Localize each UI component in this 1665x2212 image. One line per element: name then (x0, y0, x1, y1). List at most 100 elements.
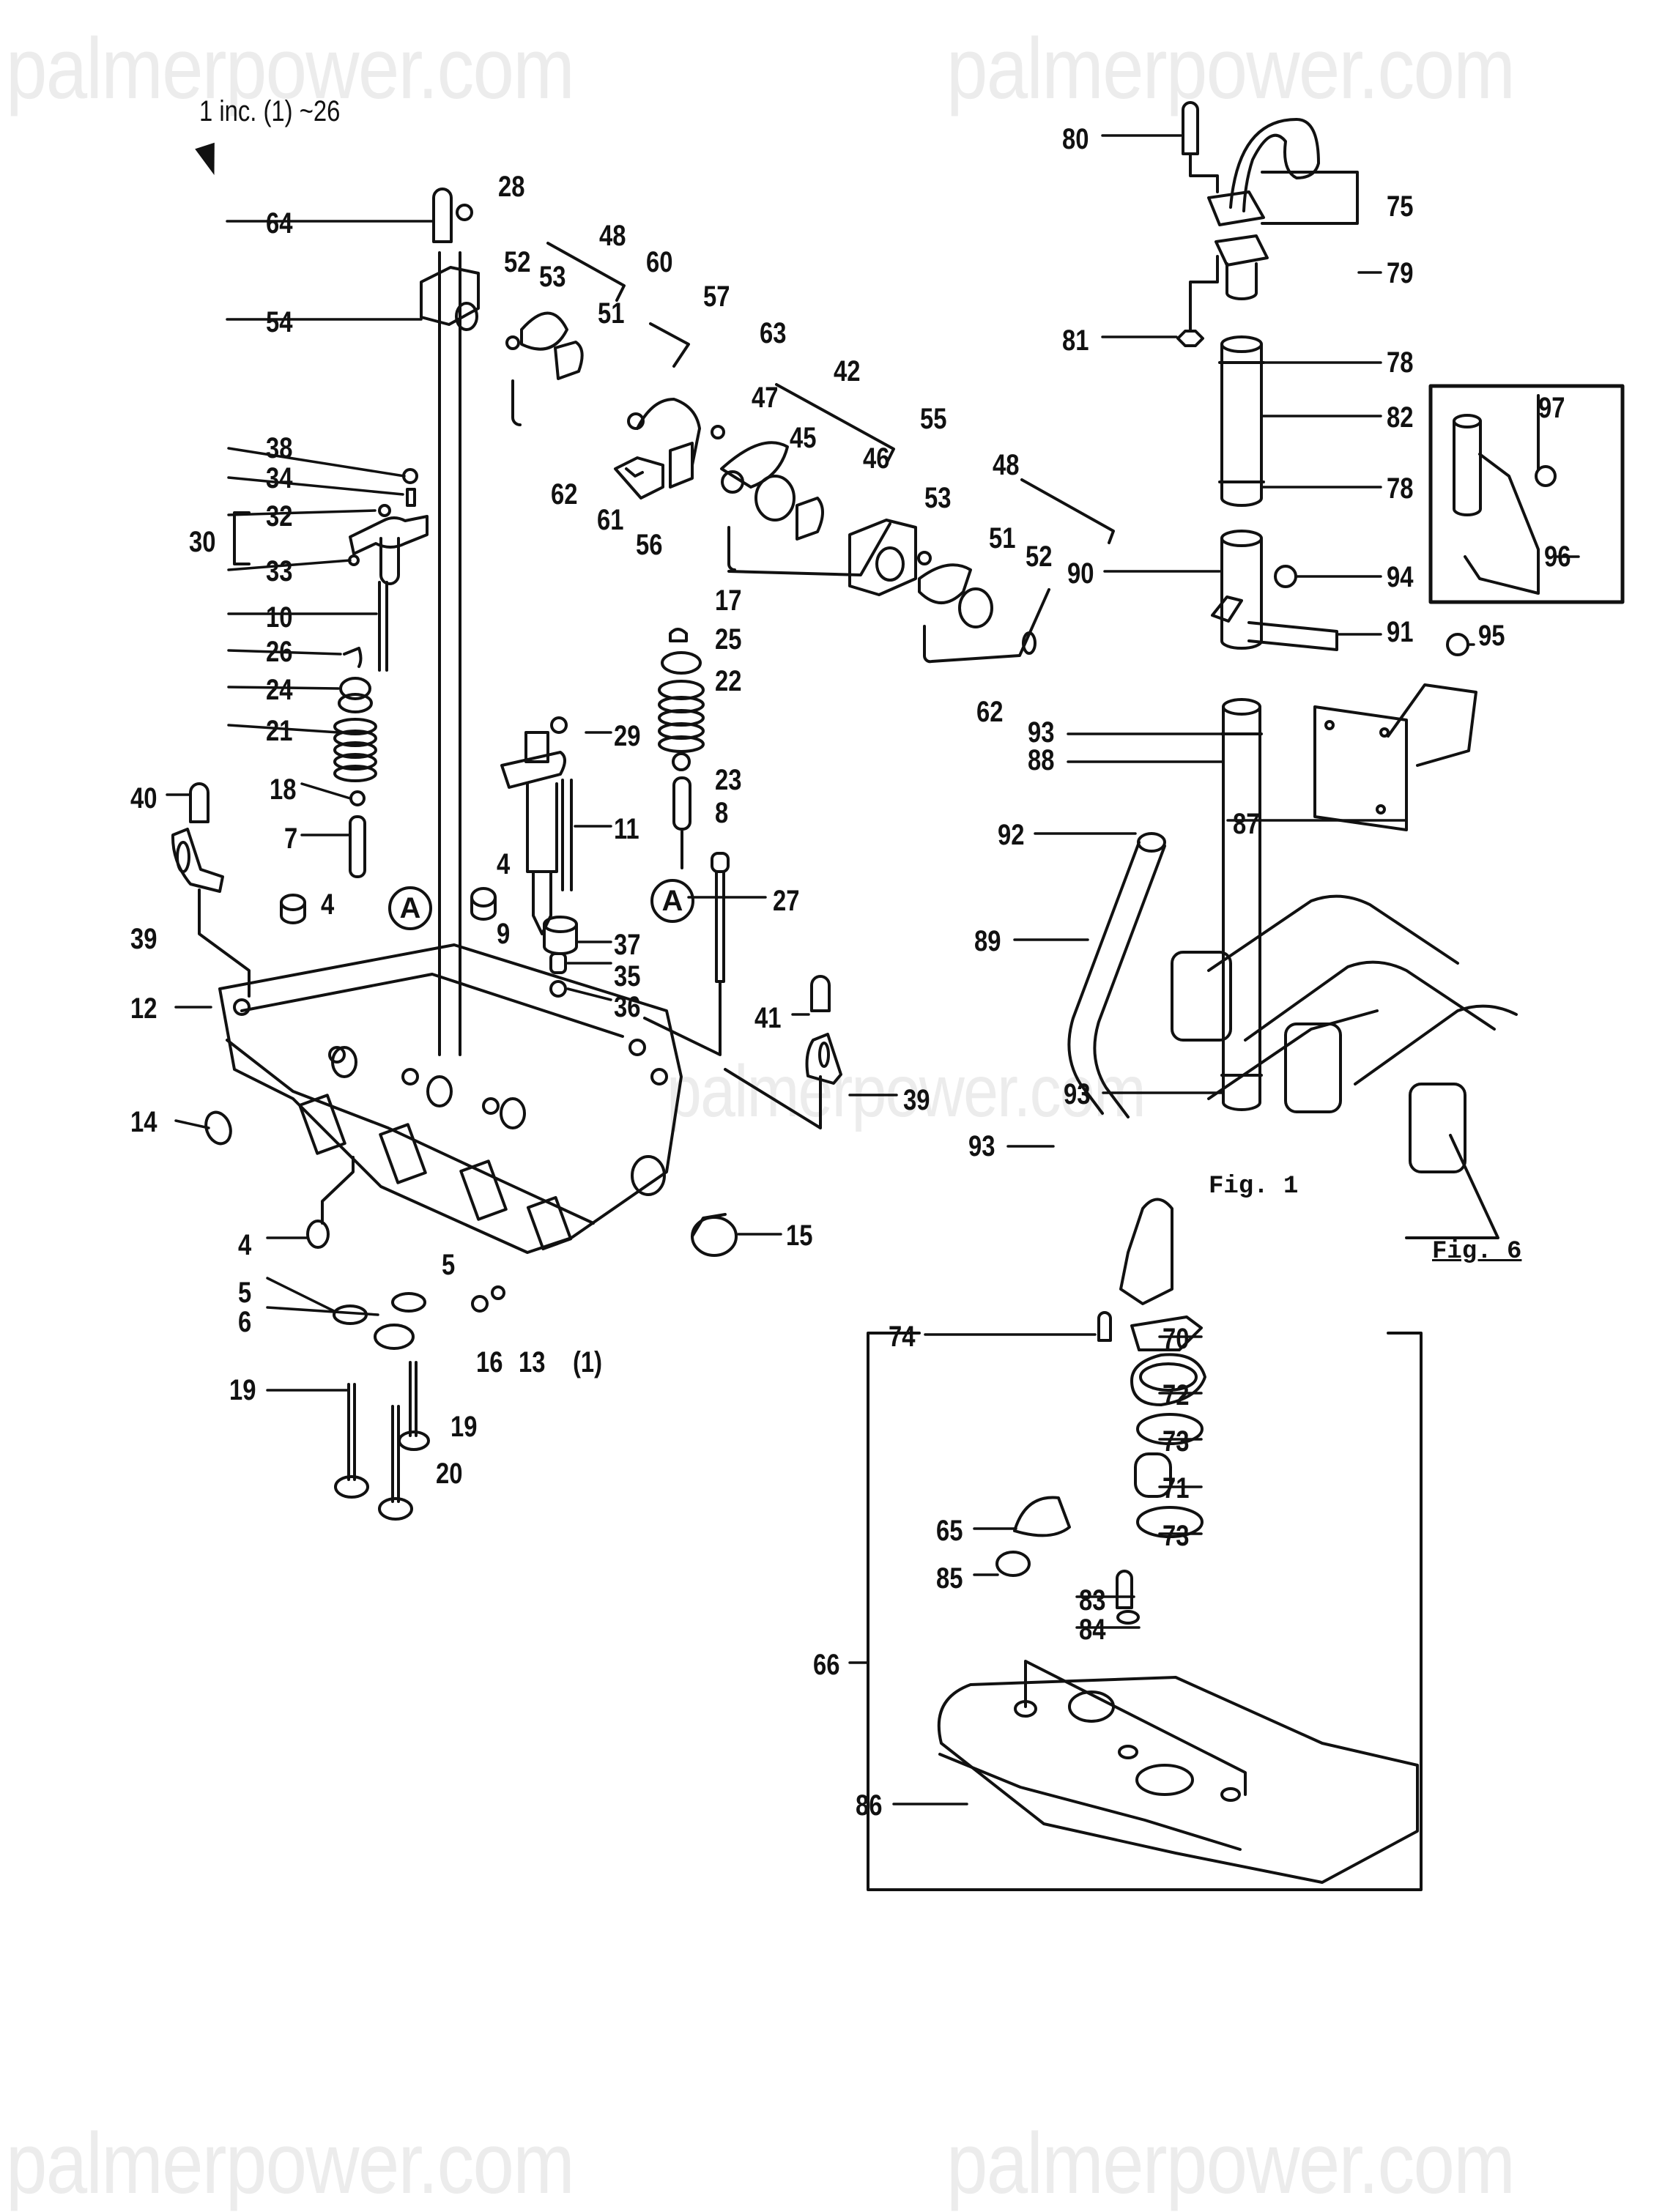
part-callout-c39a: 39 (130, 923, 157, 955)
part-callout-c23: 23 (715, 764, 742, 796)
inset-detail-box (1428, 384, 1625, 604)
part-callout-c88: 88 (1028, 744, 1055, 776)
part-callout-c55: 55 (920, 403, 947, 435)
part-callout-c45: 45 (790, 422, 817, 454)
part-callout-c87: 87 (1233, 808, 1260, 840)
part-callout-c52a: 52 (504, 246, 531, 278)
part-callout-c25: 25 (715, 623, 742, 656)
part-callout-c35: 35 (614, 960, 641, 992)
part-callout-c39b: 39 (903, 1084, 930, 1116)
reference-mark-a-right: A (650, 879, 694, 923)
part-callout-c19b: 19 (450, 1411, 478, 1443)
part-callout-c89: 89 (974, 925, 1001, 957)
part-callout-c70: 70 (1162, 1323, 1190, 1355)
part-callout-c64: 64 (266, 207, 293, 240)
part-callout-c42: 42 (834, 355, 861, 387)
part-callout-c93b: 93 (1064, 1078, 1091, 1110)
watermark-top-left: palmerpower.com (6, 21, 575, 117)
part-callout-c15: 15 (786, 1220, 813, 1252)
part-callout-c72: 72 (1162, 1379, 1190, 1411)
part-callout-c57: 57 (703, 281, 730, 313)
part-callout-c61: 61 (597, 504, 624, 536)
small-seals (280, 887, 578, 998)
rocker-arm-group-48a (505, 242, 626, 426)
part-callout-c33: 33 (266, 555, 293, 587)
part-callout-c48b: 48 (993, 449, 1020, 481)
part-callout-c22: 22 (715, 665, 742, 697)
rocker-arm-group-42 (711, 383, 895, 576)
part-callout-c9: 9 (497, 918, 511, 950)
part-callout-c16: 16 (476, 1346, 503, 1378)
part-callout-c30: 30 (189, 526, 216, 558)
part-callout-c82: 82 (1387, 401, 1414, 434)
part-callout-c32: 32 (266, 500, 293, 532)
tee-pipe-90 (1211, 530, 1338, 651)
part-callout-c20: 20 (436, 1458, 463, 1490)
part-callout-c83: 83 (1079, 1584, 1106, 1617)
hose-88 (1220, 698, 1263, 1111)
part-callout-c34: 34 (266, 462, 293, 494)
exhaust-manifold (1171, 894, 1518, 1239)
part-callout-c79: 79 (1387, 257, 1414, 289)
part-callout-c94: 94 (1387, 561, 1414, 593)
part-callout-c38: 38 (266, 432, 293, 464)
valve-spring-stack-right (658, 628, 705, 869)
figure-label-fig1: Fig. 1 (1209, 1173, 1299, 1200)
part-callout-c5a: 5 (442, 1249, 456, 1281)
part-callout-c51b: 51 (989, 522, 1016, 554)
lifting-eye-39-right (724, 975, 842, 1129)
plugs-14-15 (204, 1110, 738, 1257)
part-callout-c96: 96 (1544, 541, 1571, 573)
part-callout-c36: 36 (614, 991, 641, 1023)
part-callout-c84: 84 (1079, 1614, 1106, 1646)
part-callout-c37: 37 (614, 929, 641, 961)
reference-mark-a-left: A (388, 886, 432, 930)
part-callout-c47: 47 (752, 382, 779, 414)
valves-and-seals (306, 1156, 505, 1521)
part-callout-c26: 26 (266, 636, 293, 668)
cover-assembly-box-66 (867, 1198, 1423, 1891)
part-callout-c17: 17 (715, 584, 742, 617)
part-callout-c73a: 73 (1162, 1425, 1190, 1458)
part-callout-c52b: 52 (1026, 541, 1053, 573)
bracket-57-56 (614, 322, 701, 500)
part-callout-c85: 85 (936, 1562, 963, 1595)
part-callout-c18: 18 (270, 773, 297, 806)
part-callout-c95: 95 (1478, 620, 1505, 652)
part-callout-c73b: 73 (1162, 1520, 1190, 1552)
part-callout-c56: 56 (636, 529, 663, 561)
part-callout-c12: 12 (130, 992, 157, 1025)
rocker-bracket-54 (420, 188, 480, 331)
part-callout-c54: 54 (266, 306, 293, 338)
part-callout-c11: 11 (614, 813, 639, 845)
part-callout-c75: 75 (1387, 190, 1414, 223)
watermark-top-right: palmerpower.com (946, 21, 1516, 117)
valve-spring-stack-left (333, 581, 388, 878)
part-callout-c66: 66 (813, 1649, 840, 1681)
part-callout-c7: 7 (284, 823, 298, 855)
part-callout-c93c: 93 (968, 1130, 995, 1162)
hose-89 (1067, 832, 1166, 1118)
part-callout-c97: 97 (1538, 392, 1565, 424)
part-callout-c46: 46 (863, 442, 890, 475)
part-callout-c81: 81 (1062, 324, 1089, 357)
part-callout-c40: 40 (130, 782, 157, 814)
assembly-note: 1 inc. (1) ~26 (199, 95, 341, 127)
part-callout-c74: 74 (889, 1321, 916, 1353)
part-callout-c78b: 78 (1387, 472, 1414, 505)
part-callout-c28: 28 (498, 171, 525, 203)
part-callout-c53b: 53 (924, 482, 952, 514)
part-callout-c51a: 51 (598, 297, 625, 330)
push-rods (438, 251, 461, 1056)
watermark-bottom-right: palmerpower.com (946, 2115, 1516, 2212)
part-callout-c63: 63 (760, 317, 787, 349)
part-callout-c4b: 4 (321, 888, 335, 921)
part-callout-c62b: 62 (976, 696, 1004, 728)
part-callout-c10: 10 (266, 601, 293, 634)
part-callout-c41: 41 (754, 1002, 782, 1034)
part-callout-c4c: 4 (238, 1229, 252, 1261)
part-callout-c6: 6 (238, 1306, 252, 1338)
part-callout-c92: 92 (998, 819, 1025, 851)
part-callout-c62a: 62 (551, 478, 578, 511)
part-callout-c71: 71 (1162, 1472, 1190, 1504)
